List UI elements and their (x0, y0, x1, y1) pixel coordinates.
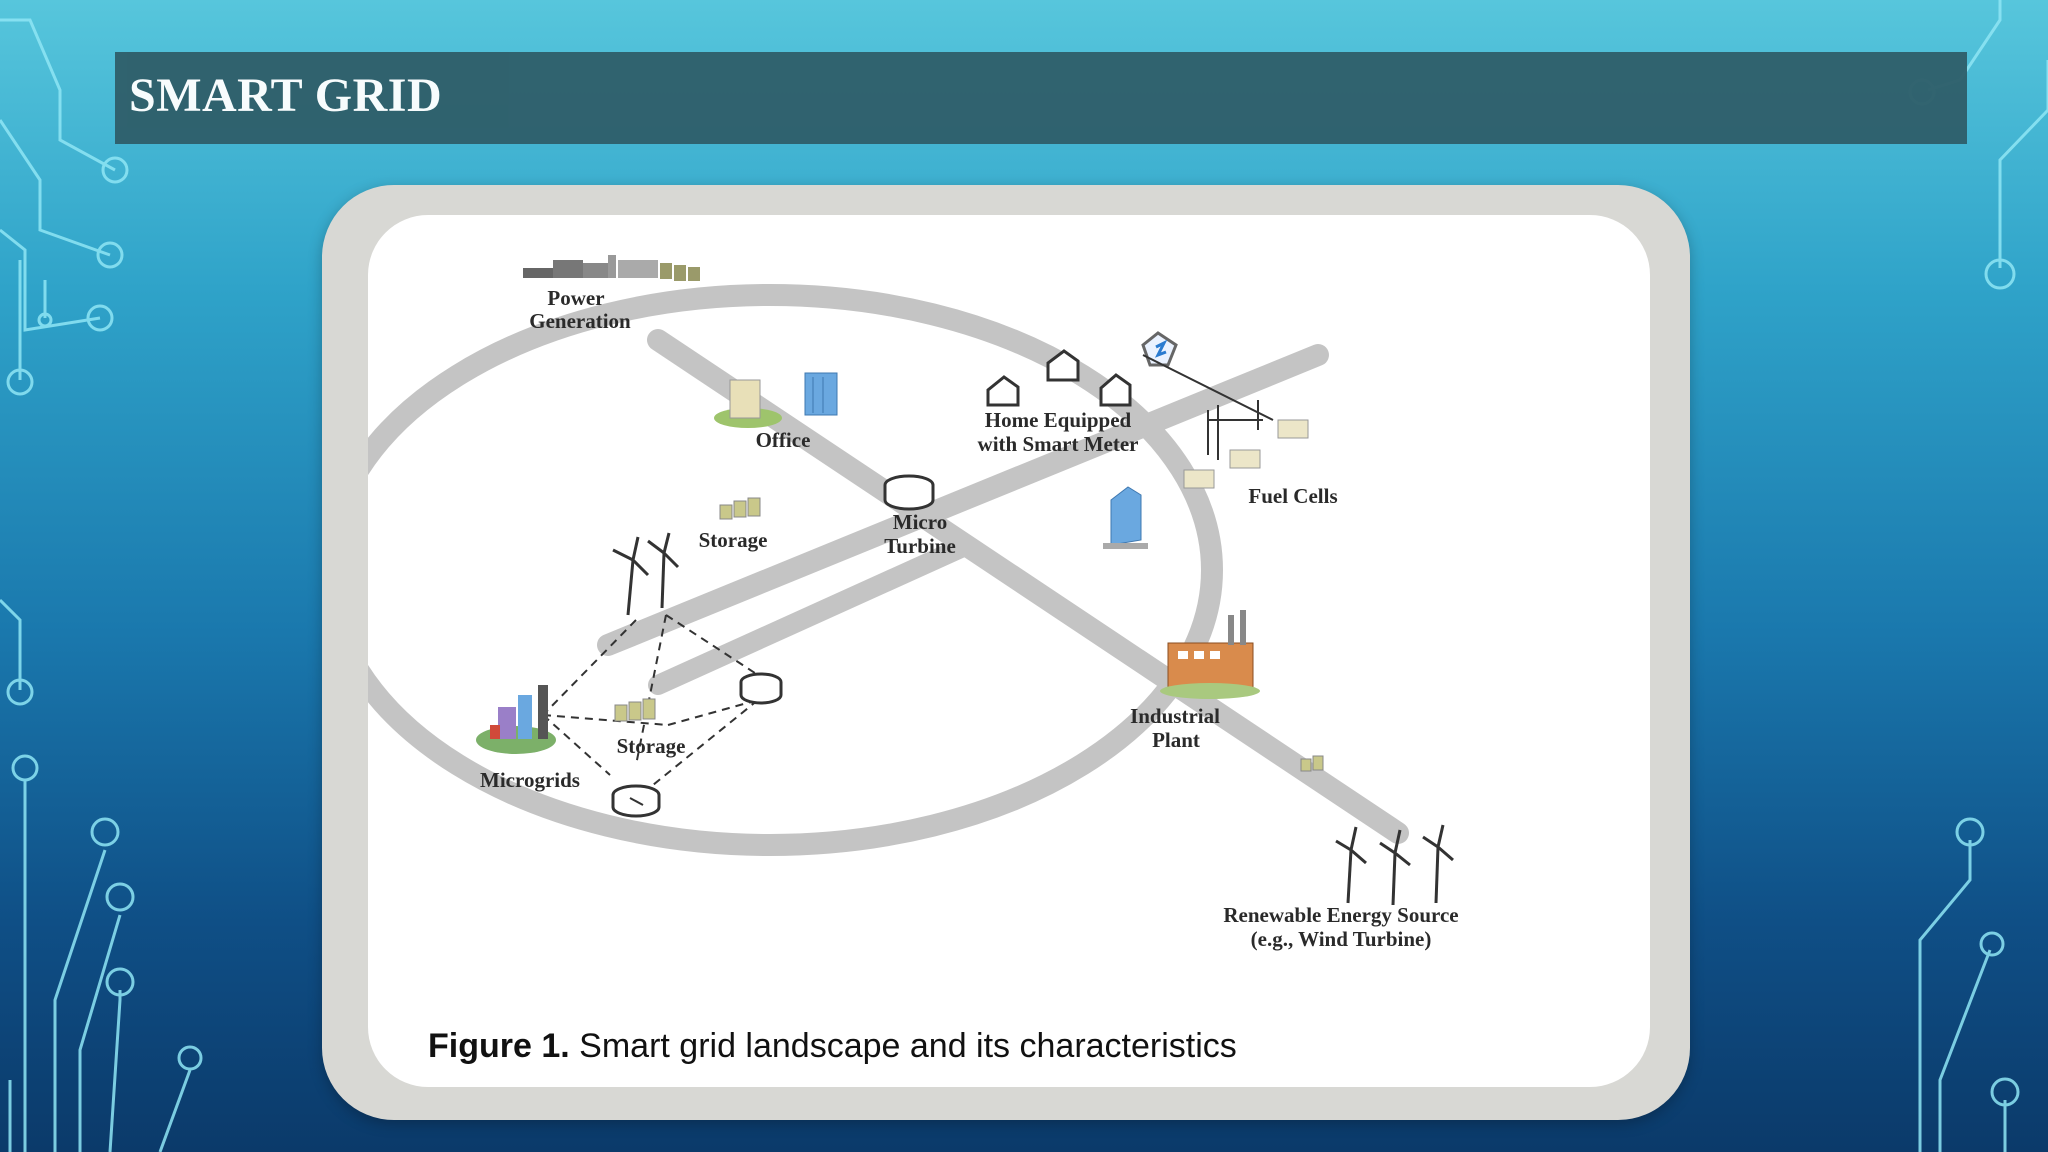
label-renewable-2: (e.g., Wind Turbine) (1251, 927, 1432, 951)
label-storage-bottom: Storage (617, 734, 686, 758)
label-home-2: with Smart Meter (978, 432, 1139, 456)
grid-line-sw-ne (597, 344, 1329, 656)
caption-text: Smart grid landscape and its characteris… (579, 1027, 1237, 1065)
label-microgrids: Microgrids (480, 768, 580, 792)
label-power-generation-1: Power (547, 286, 604, 310)
title-bar: SMART GRID (115, 52, 1967, 144)
label-industrial-plant-2: Plant (1152, 728, 1200, 752)
microgrid-links (542, 614, 759, 786)
label-storage-top: Storage (699, 528, 768, 552)
microgrid-turbine-icon (611, 672, 783, 818)
microgrid-city-icon (476, 685, 556, 754)
home-smart-meter-icon (986, 331, 1178, 407)
office-building-icon (714, 372, 838, 428)
micro-turbine-icon (883, 474, 935, 511)
caption-figure-number: Figure 1. (428, 1027, 570, 1065)
microgrid-storage-icon (614, 698, 656, 722)
power-plant-icon (523, 255, 700, 281)
grid-line-nw-se (647, 329, 1409, 844)
wind-turbine-icon (612, 532, 680, 616)
grid-ring (368, 284, 1223, 856)
label-home-1: Home Equipped (985, 408, 1132, 432)
industrial-plant-icon (1160, 610, 1260, 699)
fuel-cells-icon (1142, 354, 1309, 489)
label-industrial-plant-1: Industrial (1130, 704, 1220, 728)
label-fuel-cells: Fuel Cells (1248, 484, 1337, 508)
grid-line-lower (648, 537, 973, 695)
label-micro-turbine-2: Turbine (884, 534, 956, 558)
figure-panel: Power Generation Office Home Equipped wi… (368, 215, 1650, 1087)
smart-grid-diagram: Power Generation Office Home Equipped wi… (368, 255, 1459, 951)
label-power-generation-2: Generation (529, 309, 631, 333)
label-renewable-1: Renewable Energy Source (1223, 903, 1458, 927)
slide-title: SMART GRID (129, 69, 443, 122)
label-micro-turbine-1: Micro (893, 510, 947, 534)
renewable-wind-turbines-icon (1335, 824, 1454, 906)
figure-caption: Figure 1. Smart grid landscape and its c… (428, 1027, 1237, 1066)
commercial-building-icon (1103, 486, 1148, 549)
storage-battery-icon (719, 497, 761, 520)
label-office: Office (756, 428, 811, 452)
renewable-storage-icon (1300, 755, 1324, 772)
